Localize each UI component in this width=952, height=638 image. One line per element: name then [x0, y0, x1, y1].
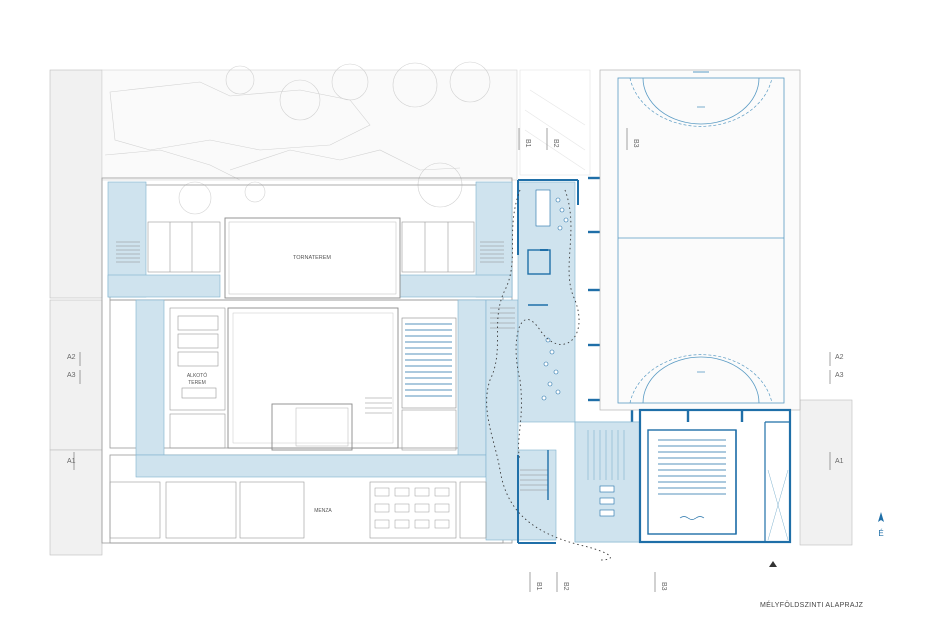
- north-arrow-icon: [878, 512, 884, 522]
- section-marker-b3-bottom: B3: [654, 572, 667, 592]
- service-rooms: [109, 221, 487, 539]
- atrium-furniture: [535, 189, 615, 517]
- workshop-room: [169, 307, 226, 449]
- stairs: [116, 241, 548, 491]
- section-marker-a1-left: A1: [67, 452, 76, 470]
- lobby-stairs: [587, 430, 625, 480]
- lecture-seating: [405, 323, 452, 397]
- gym-label: TORNATEREM: [293, 255, 331, 261]
- drawing-title: MÉLYFÖLDSZINTI ALAPRAJZ: [760, 602, 864, 609]
- central-hall: [227, 307, 399, 451]
- entrance-arrow-icon: [769, 561, 777, 567]
- section-marker-b2-top: B2: [546, 128, 559, 150]
- svg-text:B2: B2: [552, 139, 559, 148]
- canteen-tables: [374, 487, 450, 529]
- svg-text:B3: B3: [632, 139, 639, 148]
- north-label: É: [878, 529, 883, 538]
- section-marker-b2-bottom: B2: [556, 572, 569, 592]
- north-arrow: É: [878, 512, 884, 538]
- svg-text:A3: A3: [67, 372, 76, 379]
- svg-text:A1: A1: [835, 458, 844, 465]
- svg-text:B2: B2: [562, 582, 569, 591]
- sports-field: [599, 69, 801, 411]
- auditorium-block: [574, 408, 792, 544]
- context-buildings: [49, 69, 853, 556]
- section-marker-b3-top: B3: [626, 128, 639, 150]
- svg-text:A3: A3: [835, 372, 844, 379]
- section-marker-a3-right: A3: [829, 370, 844, 384]
- section-marker-a1-right: A1: [829, 452, 844, 470]
- svg-text:A2: A2: [835, 354, 844, 361]
- section-marker-b1-top: B1: [518, 128, 531, 150]
- section-marker-b1-bottom: B1: [529, 572, 542, 592]
- lecture-room: [401, 317, 457, 409]
- svg-text:B3: B3: [660, 582, 667, 591]
- canteen-label: MENZA: [314, 508, 332, 514]
- gym-room: [224, 217, 401, 299]
- extension-walls: [517, 179, 579, 544]
- workshop-label-line1: ALKOTÓ: [187, 372, 207, 379]
- auditorium-seating: [658, 439, 726, 495]
- section-marker-a2-left: A2: [67, 352, 81, 366]
- section-marker-a3-left: A3: [67, 370, 81, 384]
- svg-text:A2: A2: [67, 354, 76, 361]
- svg-text:B1: B1: [524, 139, 531, 148]
- garden-area: [101, 61, 591, 215]
- section-marker-a2-right: A2: [829, 352, 844, 366]
- column-markers: [588, 176, 744, 422]
- walking-route: [486, 189, 611, 561]
- workshop-label-line2: TEREM: [188, 380, 206, 386]
- svg-text:B1: B1: [535, 582, 542, 591]
- svg-text:A1: A1: [67, 458, 76, 465]
